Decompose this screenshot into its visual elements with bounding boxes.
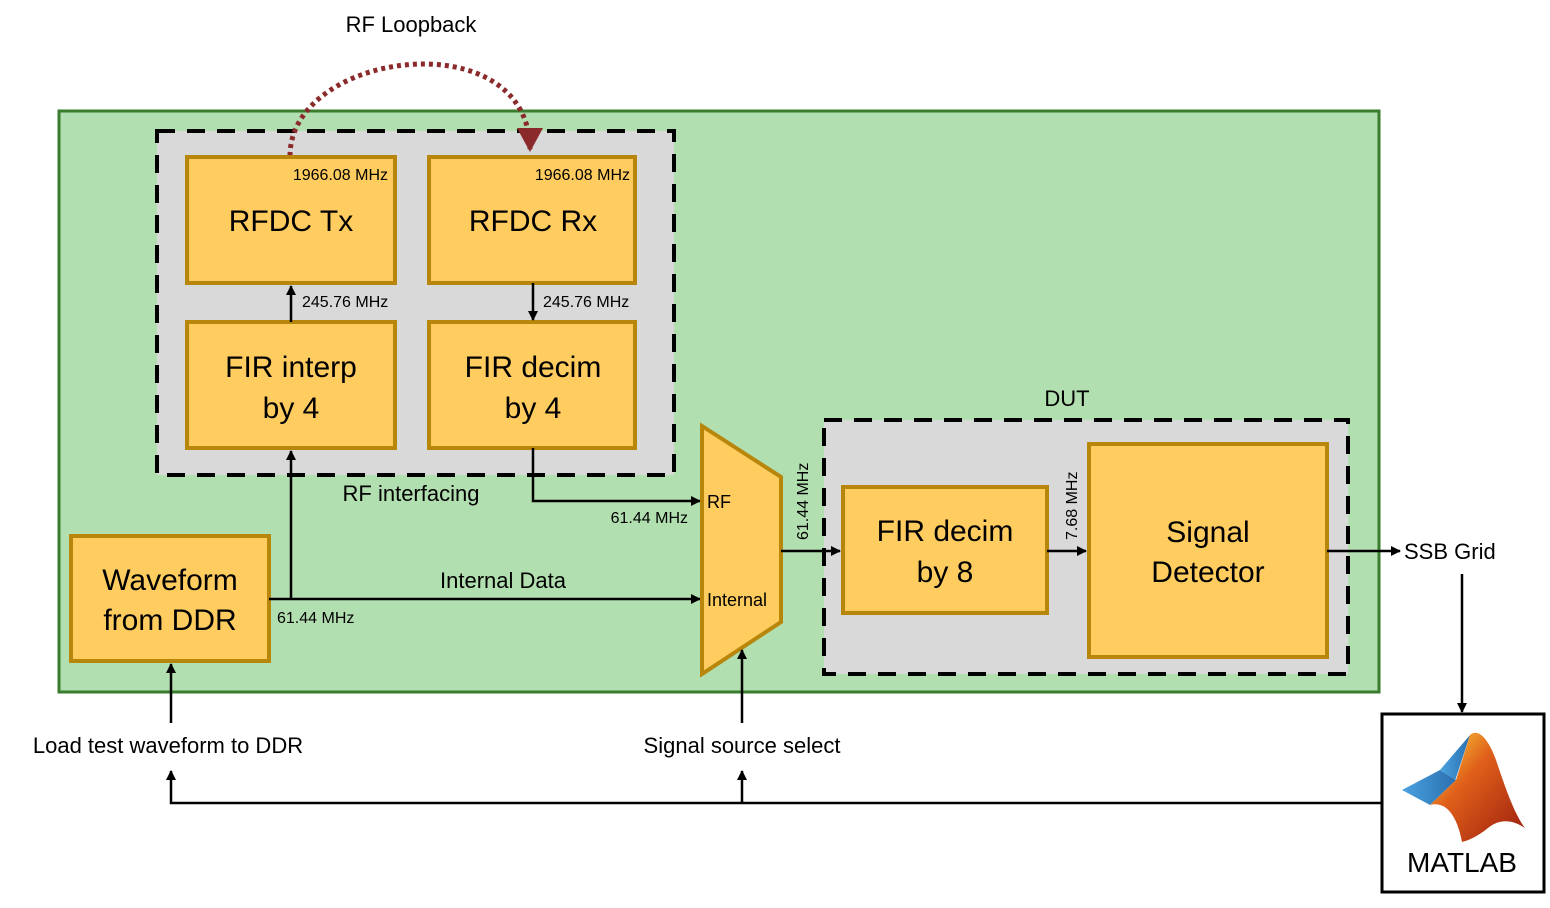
signal-source-mux[interactable]: RF Internal	[700, 422, 783, 678]
rfdc-rx-block[interactable]: 1966.08 MHz RFDC Rx	[427, 155, 637, 285]
rfdc-rx-freq: 1966.08 MHz	[535, 167, 630, 184]
waveform-line1: Waveform	[102, 564, 238, 597]
mux-out-rate: 61.44 MHz	[795, 463, 812, 540]
fir-interp-block[interactable]: FIR interp by 4	[185, 320, 397, 450]
fir-interp-line1: FIR interp	[225, 351, 357, 384]
detector-line1: Signal	[1166, 516, 1249, 549]
dut-label: DUT	[1044, 386, 1089, 411]
waveform-line2: from DDR	[103, 604, 236, 637]
waveform-out-rate: 61.44 MHz	[277, 610, 354, 627]
decim4-to-mux-wire	[531, 448, 701, 506]
fir-decim4-line1: FIR decim	[465, 351, 602, 384]
mux-internal-input-label: Internal	[707, 590, 767, 610]
rf-loopback-arc	[287, 61, 543, 157]
fir-decim4-line2: by 4	[505, 392, 562, 425]
waveform-block[interactable]: Waveform from DDR	[69, 534, 271, 663]
fir-decim4-block[interactable]: FIR decim by 4	[427, 320, 637, 450]
rx-out-rate: 245.76 MHz	[543, 294, 629, 311]
rf-interfacing-label: RF interfacing	[343, 481, 480, 506]
detector-line2: Detector	[1151, 556, 1264, 589]
decim8-out-rate: 7.68 MHz	[1064, 472, 1081, 540]
rfdc-tx-block[interactable]: 1966.08 MHz RFDC Tx	[185, 155, 397, 285]
mux-rf-input-label: RF	[707, 492, 731, 512]
signal-detector-block[interactable]: Signal Detector	[1087, 442, 1329, 659]
matlab-feedback-bus	[166, 770, 1382, 805]
matlab-logo-icon	[1402, 732, 1525, 842]
fir-decim8-line2: by 8	[917, 556, 974, 589]
tx-in-rate: 245.76 MHz	[302, 294, 388, 311]
rfdc-rx-label: RFDC Rx	[469, 205, 597, 238]
fir-interp-line2: by 4	[263, 392, 320, 425]
load-waveform-label: Load test waveform to DDR	[33, 733, 303, 758]
matlab-label: MATLAB	[1407, 847, 1517, 878]
ssb-grid-label: SSB Grid	[1404, 539, 1496, 564]
signal-source-select-label: Signal source select	[644, 733, 841, 758]
fir-decim8-line1: FIR decim	[877, 515, 1014, 548]
internal-data-label: Internal Data	[440, 568, 567, 593]
rfdc-tx-label: RFDC Tx	[229, 205, 353, 238]
rfdc-tx-freq: 1966.08 MHz	[293, 167, 388, 184]
matlab-block[interactable]: MATLAB	[1380, 712, 1546, 894]
fir-decim8-block[interactable]: FIR decim by 8	[841, 485, 1049, 615]
rf-path-rate: 61.44 MHz	[611, 510, 688, 527]
rf-loopback-label: RF Loopback	[346, 12, 478, 37]
